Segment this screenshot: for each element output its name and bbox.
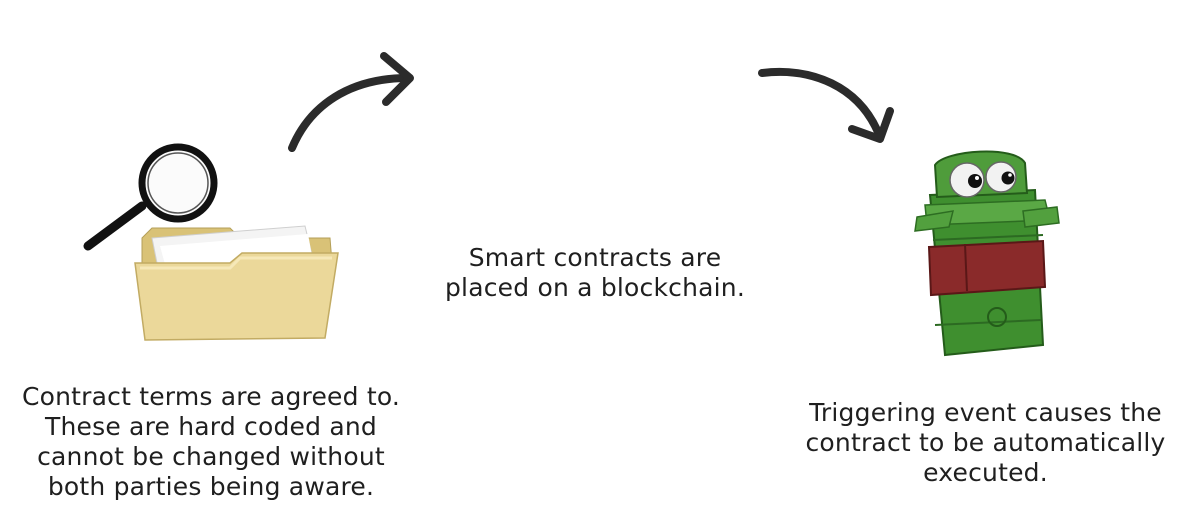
step-caption-terms: Contract terms are agreed to. These are … xyxy=(6,382,416,502)
caption-line: These are hard coded and xyxy=(45,412,377,441)
caption-line: placed on a blockchain. xyxy=(444,273,745,302)
caption-line: contract to be automatically xyxy=(805,428,1166,457)
caption-line: Triggering event causes the xyxy=(809,398,1162,427)
caption-line: Contract terms are agreed to. xyxy=(21,382,401,411)
folder-magnifier-icon xyxy=(83,143,339,341)
caption-line: both parties being aware. xyxy=(47,472,375,501)
caption-line: cannot be changed without xyxy=(37,442,385,471)
money-stack-character-icon xyxy=(914,150,1060,357)
step-caption-execution: Triggering event causes the contract to … xyxy=(788,398,1183,488)
caption-line: Smart contracts are xyxy=(468,243,722,272)
curved-arrow-icon xyxy=(288,52,414,152)
step-caption-blockchain: Smart contracts are placed on a blockcha… xyxy=(420,243,770,303)
curved-arrow-icon xyxy=(758,67,894,143)
caption-line: executed. xyxy=(923,458,1048,487)
